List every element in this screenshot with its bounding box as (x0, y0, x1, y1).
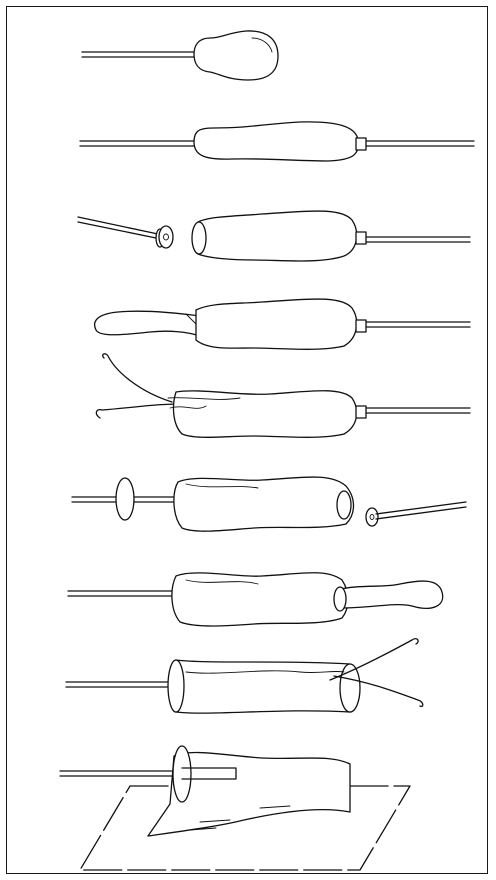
step-8-cylinder-with-hook (66, 639, 423, 714)
step-5-hook-pulling (96, 354, 470, 437)
step-6-inverted-tube (72, 477, 466, 531)
step-9-unrolled-sheet (60, 746, 410, 870)
step-1-balloon-on-wire (82, 31, 278, 80)
step-4-loop-inversion (95, 299, 470, 349)
step-3-opened-balloon (78, 211, 470, 261)
step-2-elongated-balloon (80, 122, 474, 161)
step-7-reinserted-form (68, 573, 443, 626)
